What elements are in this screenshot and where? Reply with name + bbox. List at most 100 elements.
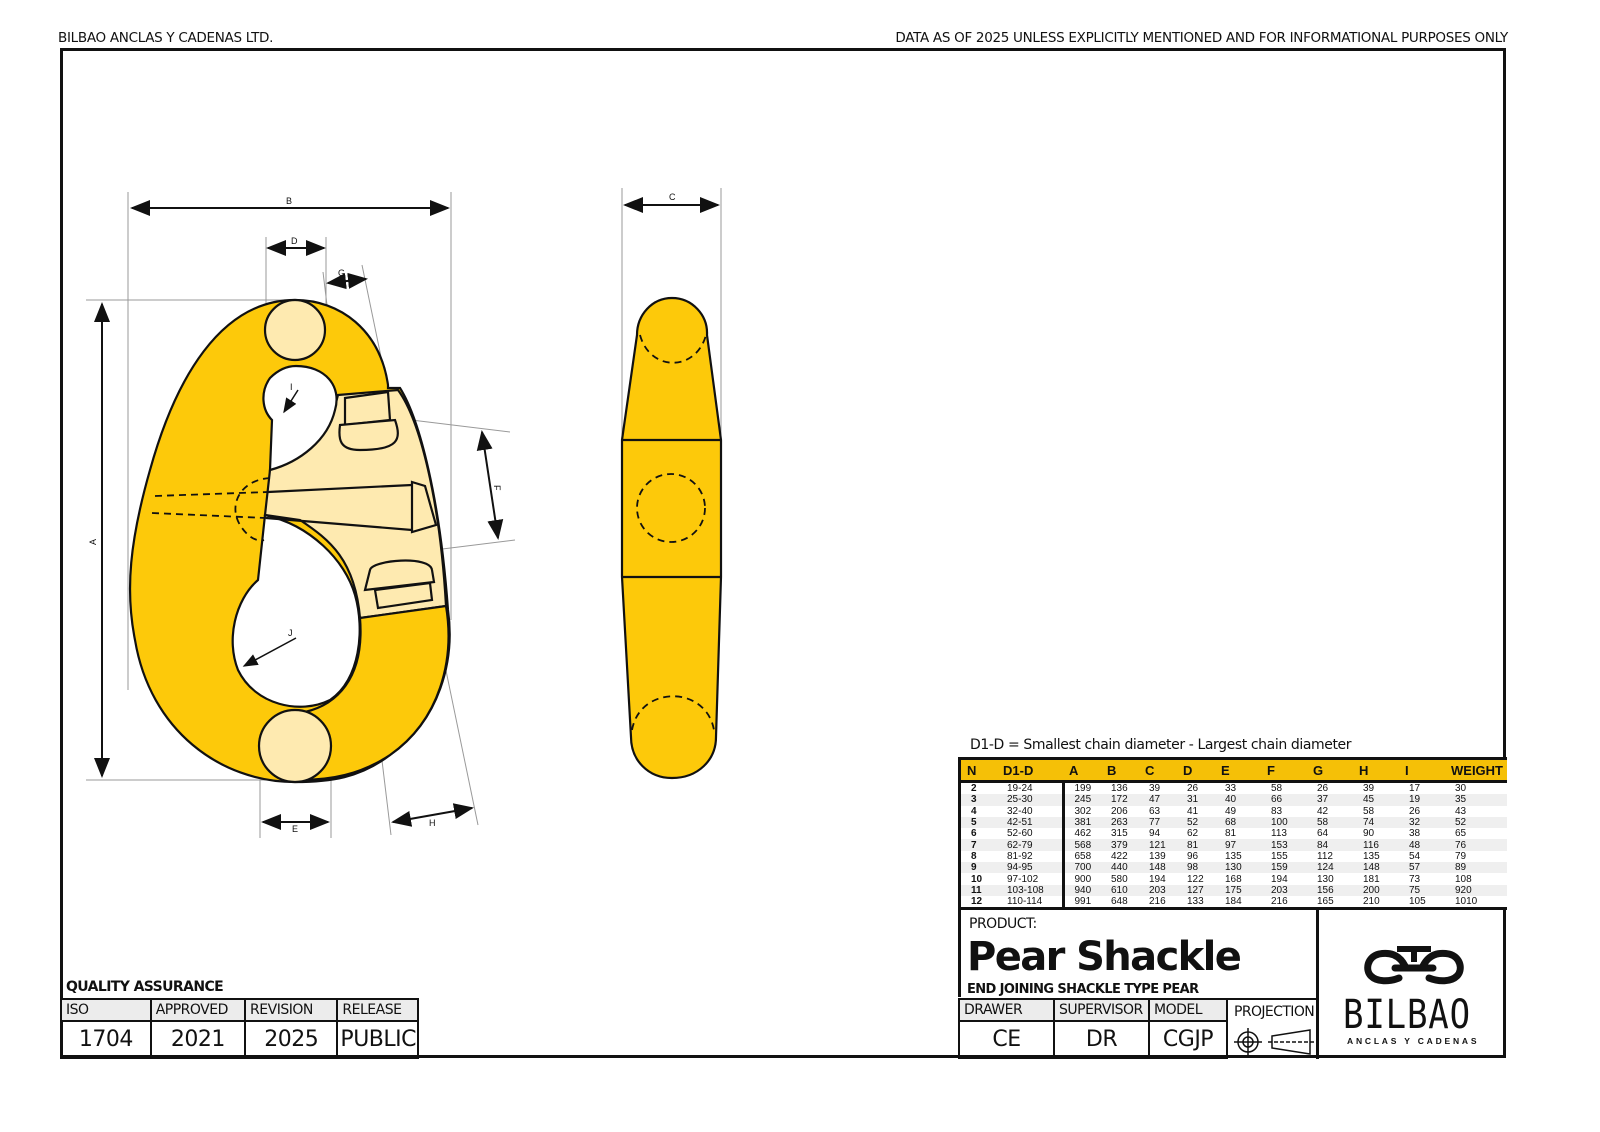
chain-link-icon [1364,946,1464,985]
table-cell: 216 [1261,895,1307,908]
table-cell: 39 [1353,781,1399,795]
table-cell: 76 [1445,839,1507,851]
table-cell: 26 [1399,805,1445,817]
table-cell: 315 [1101,828,1139,840]
label-a: A [88,539,98,545]
table-cell: 40 [1215,794,1261,806]
table-cell: 130 [1215,862,1261,874]
table-cell: 90 [1353,828,1399,840]
table-cell: 203 [1261,884,1307,896]
table-cell: 1010 [1445,895,1507,908]
table-cell: 75 [1399,884,1445,896]
projection-label: PROJECTION [1234,1004,1315,1020]
table-cell: 6 [959,828,997,840]
col-n: N [959,757,997,783]
label-b: B [286,196,292,206]
label-g: G [338,268,345,278]
table-cell: 148 [1139,862,1177,874]
table-cell: 97 [1215,839,1261,851]
revision-value: 2025 [244,1020,339,1059]
revision-header: REVISION [244,998,339,1022]
table-cell: 65 [1445,828,1507,840]
table-cell: 168 [1215,873,1261,885]
table-cell: 139 [1139,850,1177,863]
table-cell: 32 [1399,816,1445,829]
table-cell: 58 [1307,816,1353,829]
supervisor-value: DR [1053,1020,1150,1059]
model-header: MODEL [1148,998,1228,1022]
table-cell: 12 [959,895,997,908]
table-cell: 135 [1353,850,1399,863]
table-cell: 991 [1063,895,1101,908]
table-cell: 175 [1215,884,1261,896]
table-cell: 81 [1215,828,1261,840]
table-cell: 83 [1261,805,1307,817]
col-d: D [1177,757,1215,783]
col-c: C [1139,757,1177,783]
table-cell: 440 [1101,862,1139,874]
table-cell: 136 [1101,781,1139,795]
table-cell: 11 [959,884,997,896]
label-f: F [492,485,502,491]
table-cell: 96 [1177,850,1215,863]
table-cell: 700 [1063,862,1101,874]
approved-header: APPROVED [149,998,247,1022]
col-e: E [1215,757,1261,783]
table-cell: 130 [1307,873,1353,885]
table-cell: 47 [1139,794,1177,806]
drawer-header: DRAWER [958,998,1055,1022]
table-cell: 77 [1139,816,1177,829]
table-cell: 181 [1353,873,1399,885]
table-cell: 42 [1307,805,1353,817]
title-block: DRAWER SUPERVISOR MODEL CE DR CGJP [958,998,1228,1059]
table-cell: 39 [1139,781,1177,795]
table-cell: 62-79 [997,839,1065,851]
table-cell: 89 [1445,862,1507,874]
table-cell: 81-92 [997,850,1065,863]
table-cell: 245 [1063,794,1101,806]
specs-header-row: N D1-D A B C D E F G H I WEIGHT [959,757,1507,783]
label-j: J [288,628,293,638]
projection-cell: PROJECTION [1226,998,1318,1059]
table-cell: 610 [1101,884,1139,896]
table-cell: 580 [1101,873,1139,885]
label-c: C [669,192,676,202]
table-cell: 43 [1445,805,1507,817]
table-cell: 5 [959,816,997,829]
chain-diameter-note: D1-D = Smallest chain diameter - Largest… [970,737,1352,753]
col-a: A [1063,757,1101,783]
drawer-value: CE [958,1020,1055,1059]
table-cell: 57 [1399,862,1445,874]
table-cell: 155 [1261,850,1307,863]
table-cell: 98 [1177,862,1215,874]
table-cell: 462 [1063,828,1101,840]
table-cell: 81 [1177,839,1215,851]
table-cell: 63 [1139,805,1177,817]
table-cell: 658 [1063,850,1101,863]
table-cell: 184 [1215,895,1261,908]
approved-value: 2021 [149,1020,247,1059]
col-i: I [1399,757,1445,783]
table-cell: 42-51 [997,816,1065,829]
table-cell: 194 [1261,873,1307,885]
disclaimer: DATA AS OF 2025 UNLESS EXPLICITLY MENTIO… [895,30,1508,46]
table-cell: 84 [1307,839,1353,851]
table-cell: 31 [1177,794,1215,806]
table-cell: 216 [1139,895,1177,908]
table-cell: 10 [959,873,997,885]
table-cell: 33 [1215,781,1261,795]
shackle-side-view [620,296,723,780]
first-angle-projection-icon [1234,1028,1314,1056]
table-cell: 121 [1139,839,1177,851]
col-b: B [1101,757,1139,783]
quality-table: ISO APPROVED REVISION RELEASE 1704 2021 … [60,998,419,1059]
table-cell: 7 [959,839,997,851]
product-block: PRODUCT: Pear Shackle END JOINING SHACKL… [958,907,1318,997]
